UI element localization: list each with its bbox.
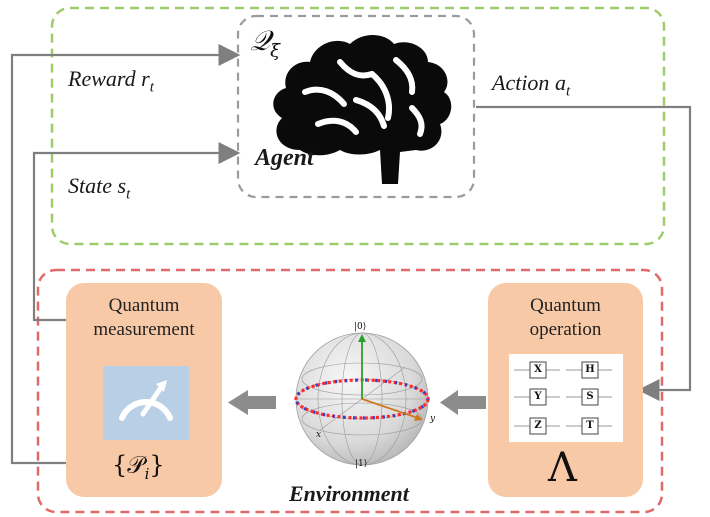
axis-x-label: x — [316, 430, 322, 440]
gate-s: S — [586, 391, 594, 402]
reward-arrow — [10, 44, 241, 465]
operation-title: Quantum operation — [529, 295, 602, 340]
brain-icon — [273, 35, 452, 184]
gate-h: H — [585, 364, 595, 375]
gate-panel — [509, 354, 623, 442]
axis-y-label: y — [430, 414, 436, 424]
action-arrow — [476, 105, 692, 401]
state-label: State st — [68, 173, 131, 203]
gate-t: T — [586, 420, 594, 431]
action-label: Action at — [492, 70, 571, 100]
gate-z: Z — [534, 420, 542, 431]
lambda-symbol: Λ — [548, 445, 577, 491]
gate-x: X — [534, 364, 542, 375]
policy-symbol: 𝒬ξ — [250, 24, 281, 62]
measurement-title: Quantum measurement — [93, 295, 195, 340]
reward-label: Reward rt — [68, 66, 154, 96]
agent-label: Agent — [255, 145, 314, 171]
agent-region — [50, 6, 666, 246]
bloch-sphere-icon — [284, 322, 440, 468]
ket-one: |1⟩ — [355, 459, 368, 469]
environment-label: Environment — [289, 481, 409, 506]
state-arrow — [32, 142, 241, 322]
flow-arrow-op-to-env — [440, 390, 486, 415]
measurement-operator: {𝒫i} — [112, 451, 165, 483]
environment-region — [36, 268, 664, 514]
flow-arrow-env-to-meas — [228, 390, 276, 415]
gauge-icon — [103, 366, 189, 440]
gate-y: Y — [534, 391, 542, 402]
ket-zero: |0⟩ — [354, 322, 367, 332]
